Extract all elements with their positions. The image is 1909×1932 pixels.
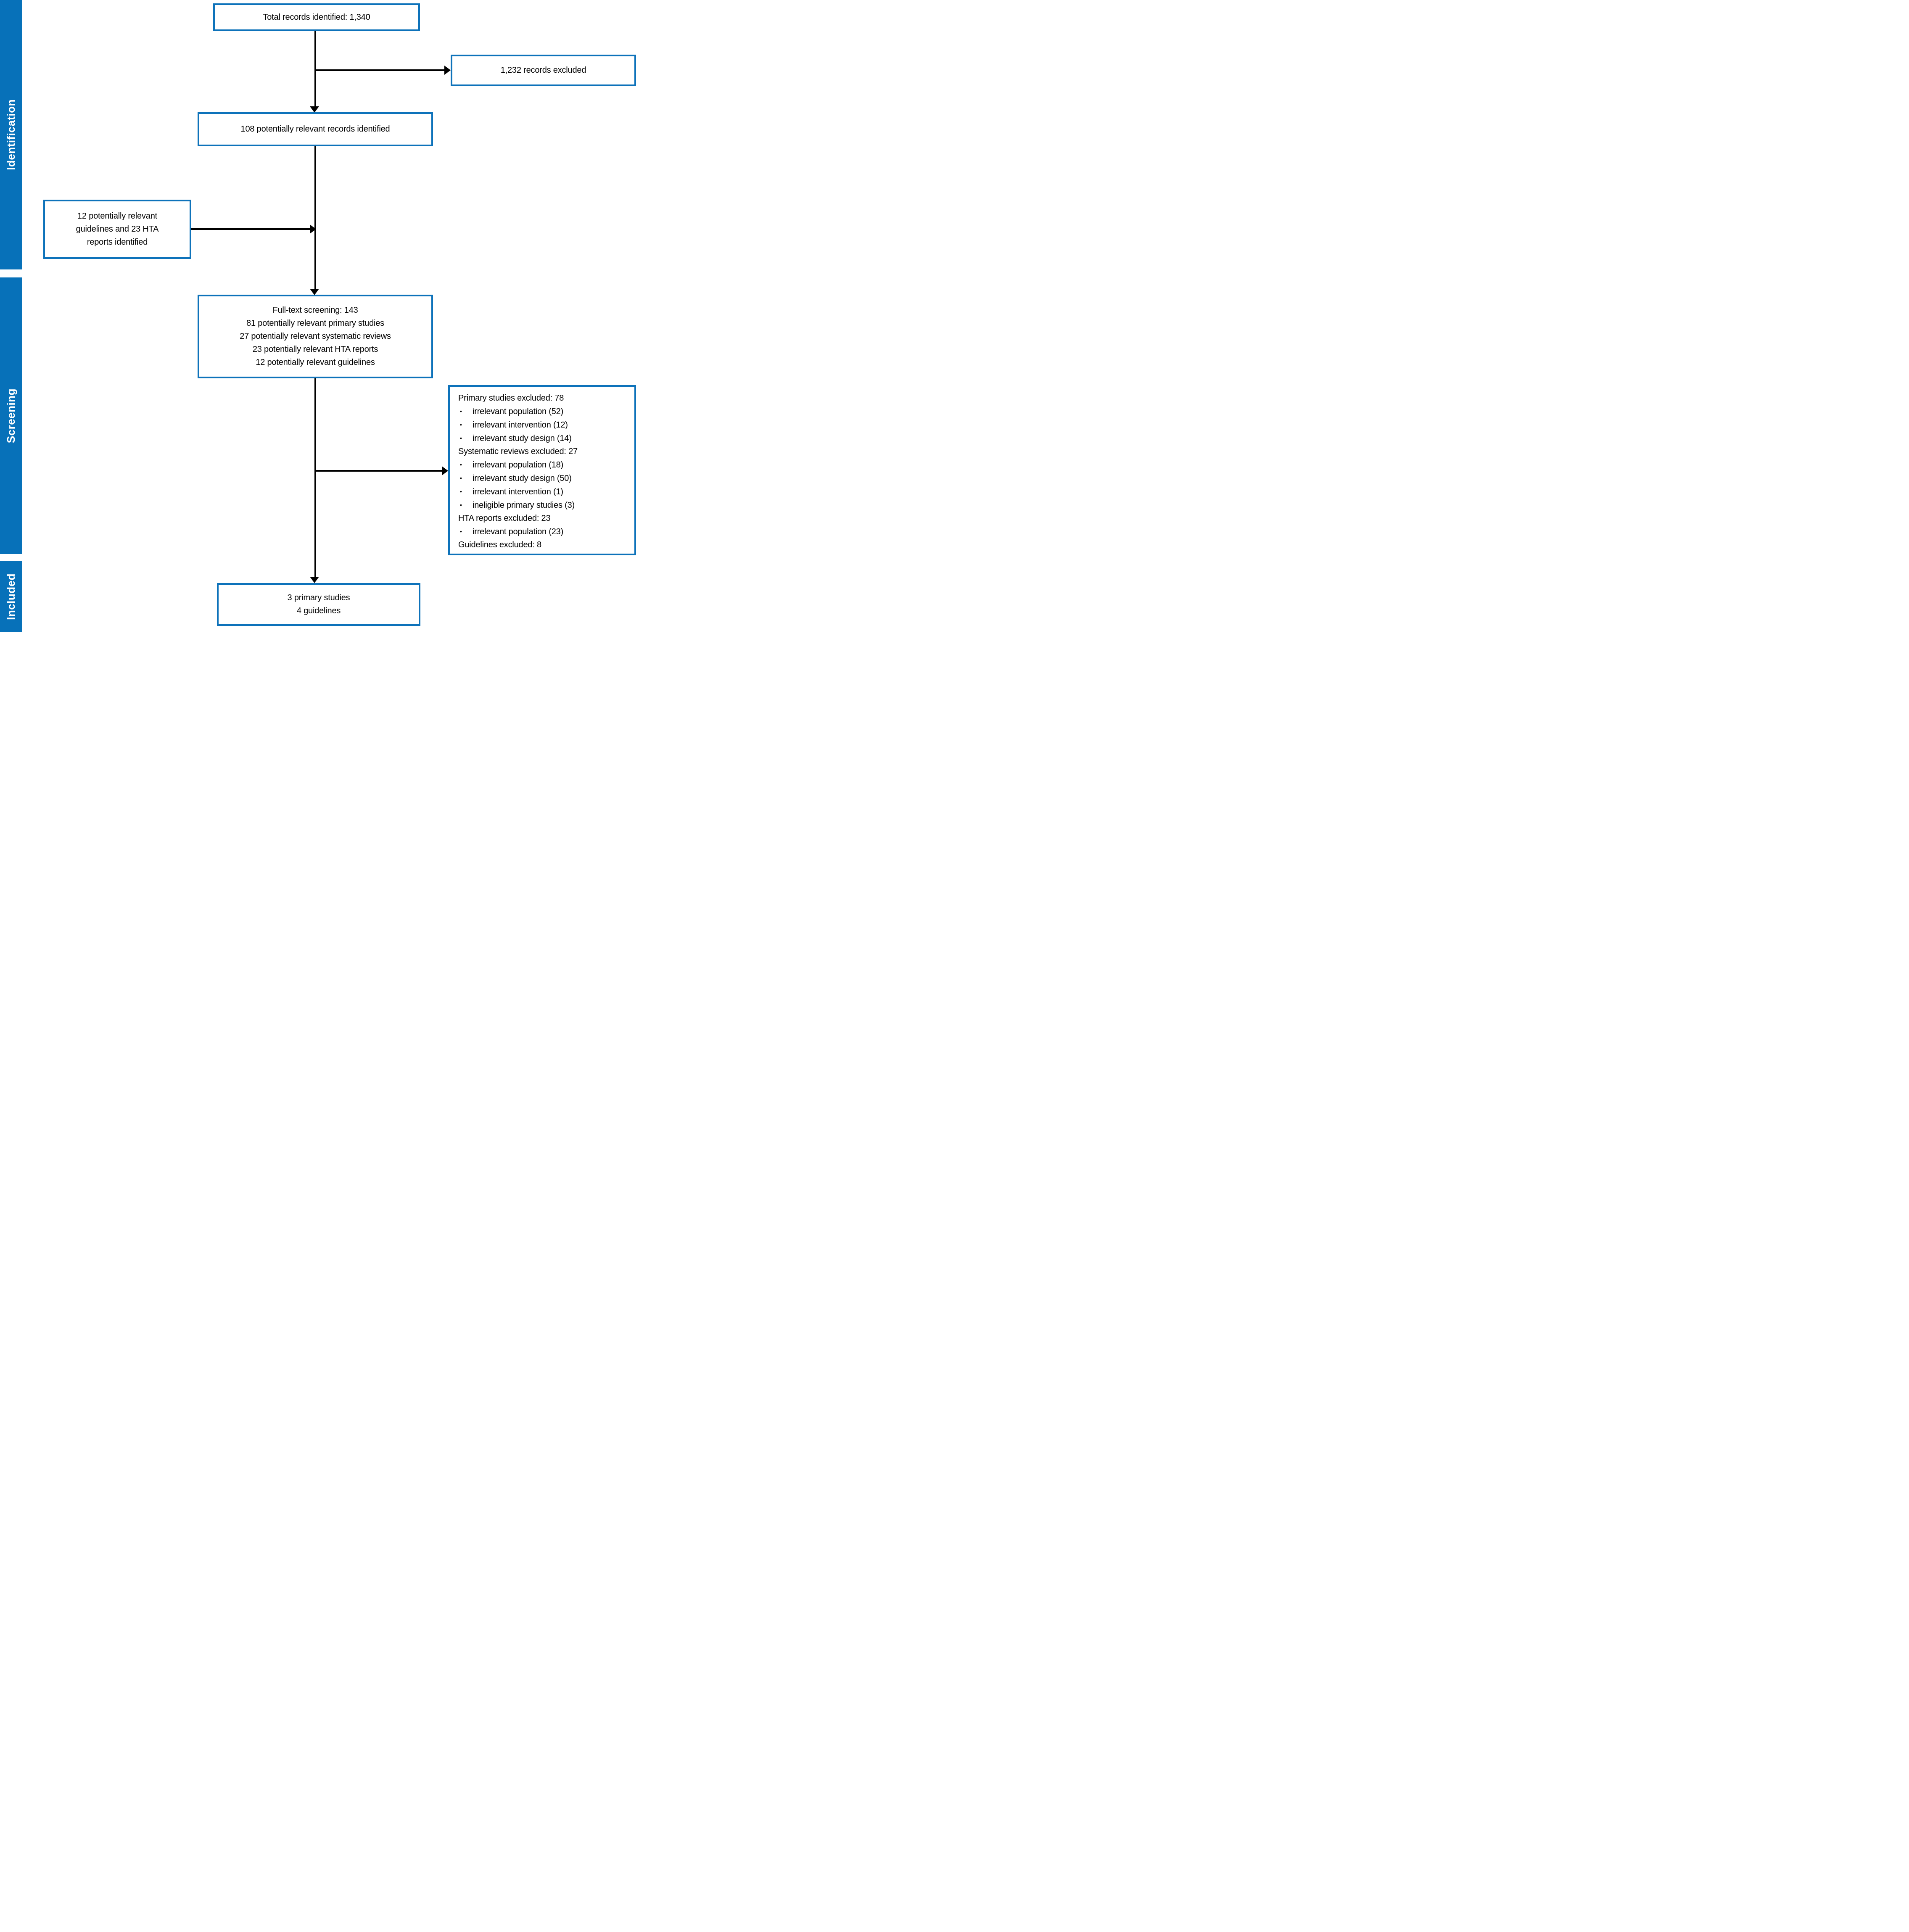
arrowhead-right-icon	[310, 224, 316, 234]
arrowhead-right-icon	[444, 66, 451, 75]
connector-branch-exclusions	[315, 470, 442, 472]
bullet-icon: •	[460, 408, 462, 414]
box-records-excluded-text: 1,232 records excluded	[500, 66, 586, 75]
text-line: Systematic reviews excluded: 27	[458, 447, 578, 456]
box-guidelines-hta: 12 potentially relevant guidelines and 23…	[43, 200, 191, 259]
bullet-icon: •	[460, 501, 462, 508]
arrowhead-down-icon	[310, 106, 319, 113]
arrowhead-down-icon	[310, 289, 319, 295]
text-line: 12 potentially relevant	[77, 211, 157, 221]
bullet-icon: •	[460, 488, 462, 495]
arrowhead-right-icon	[442, 466, 448, 475]
text-line: Full-text screening: 143	[272, 306, 358, 315]
bullet-icon: •	[460, 421, 462, 428]
bullet-icon: •	[460, 435, 462, 441]
box-fulltext-exclusions: Primary studies excluded: 78 •irrelevant …	[448, 385, 636, 555]
box-fulltext-screening: Full-text screening: 143 81 potentially r…	[198, 295, 433, 378]
box-total-records: Total records identified: 1,340	[213, 3, 420, 31]
text-line: 3 primary studies	[287, 593, 350, 602]
connector-total-to-relevant	[314, 31, 316, 107]
text-line: •ineligible primary studies (3)	[458, 499, 575, 512]
connector-relevant-to-fulltext	[314, 146, 316, 289]
arrowhead-down-icon	[310, 577, 319, 583]
text-line: Guidelines excluded: 8	[458, 540, 541, 549]
text-line: •irrelevant intervention (1)	[458, 485, 563, 499]
box-relevant-records-text: 108 potentially relevant records identif…	[240, 124, 390, 134]
text-line: guidelines and 23 HTA	[76, 224, 159, 234]
text-line: 23 potentially relevant HTA reports	[252, 345, 378, 354]
stage-label-screening: Screening	[4, 388, 17, 443]
text-line: 81 potentially relevant primary studies	[246, 319, 384, 328]
text-line: •irrelevant intervention (12)	[458, 418, 568, 432]
box-included-studies: 3 primary studies 4 guidelines	[217, 583, 420, 626]
stage-bar-identification: Identification	[0, 0, 22, 269]
text-line: •irrelevant population (18)	[458, 458, 563, 472]
connector-fulltext-to-included	[314, 378, 316, 577]
text-line: •irrelevant study design (50)	[458, 472, 572, 485]
text-line: •irrelevant population (52)	[458, 405, 563, 418]
stage-label-included: Included	[4, 573, 17, 620]
prisma-flow-diagram: Identification Screening Included Total …	[0, 0, 636, 644]
bullet-icon: •	[460, 475, 462, 481]
text-line: Primary studies excluded: 78	[458, 393, 564, 403]
text-line: 12 potentially relevant guidelines	[256, 358, 375, 367]
stage-bar-included: Included	[0, 561, 22, 632]
text-line: reports identified	[87, 238, 148, 247]
connector-guidelines-join	[191, 228, 310, 230]
bullet-icon: •	[460, 528, 462, 535]
box-records-excluded: 1,232 records excluded	[451, 55, 636, 86]
box-relevant-records: 108 potentially relevant records identif…	[198, 112, 433, 146]
box-total-records-text: Total records identified: 1,340	[263, 12, 370, 22]
connector-branch-records-excluded	[315, 69, 445, 71]
bullet-icon: •	[460, 461, 462, 468]
stage-bar-screening: Screening	[0, 277, 22, 554]
text-line: •irrelevant study design (14)	[458, 432, 572, 445]
stage-label-identification: Identification	[4, 99, 17, 170]
text-line: 4 guidelines	[296, 606, 341, 615]
text-line: HTA reports excluded: 23	[458, 514, 551, 523]
text-line: 27 potentially relevant systematic revie…	[240, 332, 391, 341]
text-line: •irrelevant population (23)	[458, 525, 563, 538]
